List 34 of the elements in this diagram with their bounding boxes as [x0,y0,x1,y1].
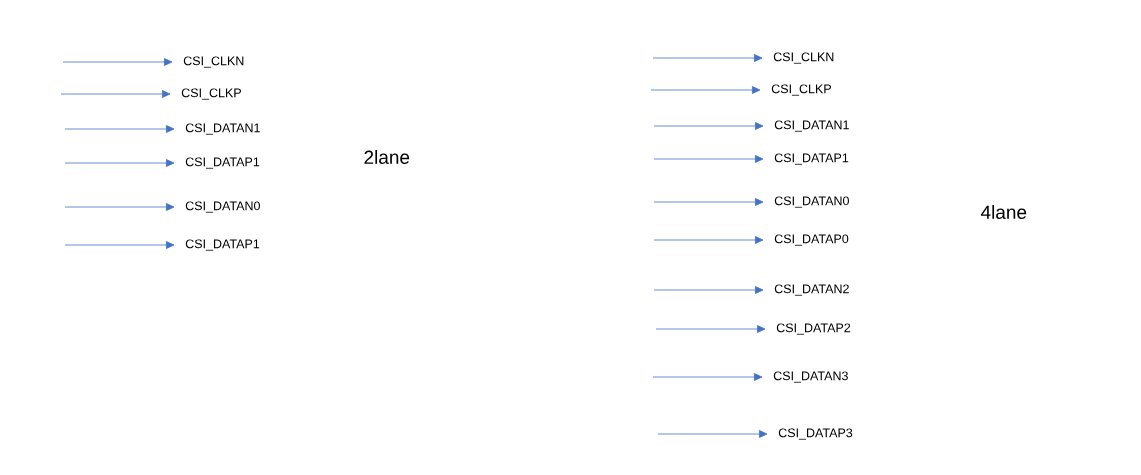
signal-label: CSI_DATAN0 [185,201,260,213]
arrow [64,125,175,133]
arrow [650,86,761,94]
signal-label: CSI_DATAP1 [185,157,260,169]
signal-label: CSI_DATAP1 [774,153,849,165]
arrow [62,58,173,66]
arrow [64,203,175,211]
signal-label: CSI_DATAN0 [774,196,849,208]
signal-label: CSI_DATAP0 [774,234,849,246]
arrow [64,159,175,167]
signal-label: CSI_DATAN1 [185,123,260,135]
signal-label: CSI_DATAN2 [774,284,849,296]
signal-label: CSI_DATAN1 [774,120,849,132]
signal-label: CSI_DATAP1 [185,239,260,251]
arrow [653,236,764,244]
arrow [653,286,764,294]
arrow [653,198,764,206]
lane-label: 4lane [981,205,1027,219]
arrow [653,155,764,163]
signal-label: CSI_DATAN3 [773,371,848,383]
arrow [60,90,171,98]
arrow [653,122,764,130]
arrow [652,54,763,62]
arrow [657,430,768,438]
arrow [64,241,175,249]
signal-label: CSI_DATAP3 [778,428,853,440]
signal-label: CSI_CLKP [181,88,241,100]
signal-label: CSI_DATAP2 [776,323,851,335]
signal-label: CSI_CLKP [771,84,831,96]
arrow [655,325,766,333]
signal-label: CSI_CLKN [773,52,834,64]
signal-label: CSI_CLKN [183,56,244,68]
arrow [652,373,763,381]
lane-label: 2lane [364,150,410,164]
